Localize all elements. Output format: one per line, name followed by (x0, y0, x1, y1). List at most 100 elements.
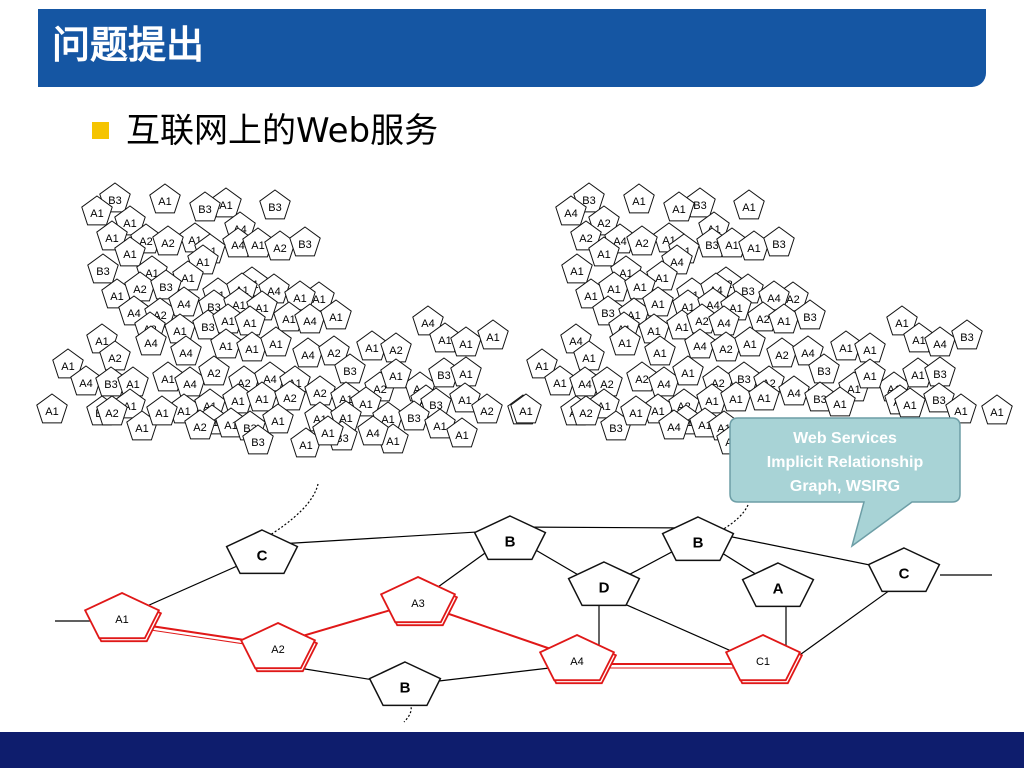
service-node: A4 (658, 409, 690, 440)
service-node-label: A1 (990, 407, 1003, 419)
callout-line-1: Web Services (793, 430, 897, 447)
service-node-label: B3 (251, 437, 264, 449)
service-node-label: A1 (219, 341, 232, 353)
graph-node-b-bottom-label: B (400, 680, 411, 697)
service-node-label: A1 (299, 440, 312, 452)
service-node: A2 (198, 355, 230, 386)
callout-line-3: Graph, WSIRG (790, 478, 900, 495)
service-node-label: A2 (161, 238, 174, 250)
service-node-label: A2 (133, 284, 146, 296)
service-node-label: A1 (632, 196, 645, 208)
service-node: A1 (544, 365, 576, 396)
service-node-label: A1 (438, 335, 451, 347)
service-node-label: A4 (301, 350, 314, 362)
service-node-label: A4 (231, 240, 244, 252)
service-node-label: A2 (283, 393, 296, 405)
service-node-label: A1 (105, 233, 118, 245)
service-node-label: B3 (201, 322, 214, 334)
service-node: A4 (708, 305, 740, 336)
service-node-label: A1 (757, 393, 770, 405)
service-node-label: A1 (251, 240, 264, 252)
service-node-label: B3 (198, 204, 211, 216)
service-node: A1 (720, 381, 752, 412)
service-node-label: B3 (737, 374, 750, 386)
service-node: A1 (450, 326, 482, 357)
service-node-label: A1 (243, 318, 256, 330)
service-node-label: A4 (267, 286, 280, 298)
service-node: A1 (886, 305, 918, 336)
service-node-label: B3 (817, 366, 830, 378)
service-node: A1 (450, 356, 482, 387)
path-node-a1: A1 (83, 592, 163, 643)
graph-node-a: A (741, 562, 815, 608)
service-node-label: A1 (725, 240, 738, 252)
service-node: A2 (184, 409, 216, 440)
service-node: A4 (222, 227, 254, 258)
service-node-label: A2 (579, 408, 592, 420)
service-node-label: A1 (570, 266, 583, 278)
service-node-label: A1 (359, 399, 372, 411)
service-node-label: A2 (313, 388, 326, 400)
service-node: A2 (747, 301, 779, 332)
service-node: A1 (854, 332, 886, 363)
service-node-label: A1 (110, 291, 123, 303)
service-node-label: A1 (863, 345, 876, 357)
service-node: A1 (609, 325, 641, 356)
service-node: A1 (644, 335, 676, 366)
service-node-label: A4 (667, 422, 680, 434)
service-cluster-right: B3A1B3A1A4A1A2A1A2A4A1A2B3A1A1B3A1A1A1A1… (510, 182, 1013, 455)
service-node: A1 (96, 220, 128, 251)
service-node: A1 (642, 286, 674, 317)
service-node: B3 (95, 366, 127, 397)
service-node-label: A1 (903, 400, 916, 412)
service-node-label: A1 (486, 332, 499, 344)
service-node: A4 (70, 365, 102, 396)
service-node-label: A4 (801, 348, 814, 360)
service-node: A4 (168, 286, 200, 317)
service-node-label: A1 (618, 338, 631, 350)
service-node: A2 (152, 225, 184, 256)
service-node: A1 (981, 394, 1013, 425)
service-node: A2 (591, 366, 623, 397)
service-node-label: A1 (221, 316, 234, 328)
service-node-label: A1 (224, 420, 237, 432)
service-node: A1 (101, 278, 133, 309)
service-node: A1 (734, 326, 766, 357)
service-node: A4 (555, 195, 587, 226)
service-node-label: A1 (651, 299, 664, 311)
service-node: A1 (284, 280, 316, 311)
service-node-label: A2 (139, 236, 152, 248)
service-node-label: A4 (127, 308, 140, 320)
path-node-c1: C1 (724, 634, 804, 685)
graph-node-b-top-left: B (473, 515, 547, 561)
service-node: A2 (588, 205, 620, 236)
service-node: A1 (672, 355, 704, 386)
service-node-label: A1 (651, 406, 664, 418)
service-node: A1 (738, 230, 770, 261)
service-node: A1 (312, 415, 344, 446)
service-node-label: A2 (579, 233, 592, 245)
service-node-label: A1 (597, 249, 610, 261)
service-node-label: A2 (193, 422, 206, 434)
service-node: A4 (135, 325, 167, 356)
service-node-label: A4 (183, 379, 196, 391)
service-node-label: A1 (912, 335, 925, 347)
bullet-marker (92, 122, 109, 139)
graph-node-b-top-right: B (661, 516, 735, 562)
service-node-label: A1 (293, 293, 306, 305)
service-node: A1 (510, 393, 542, 424)
service-node: A4 (792, 335, 824, 366)
service-node-label: B3 (609, 423, 622, 435)
service-node-label: A2 (389, 345, 402, 357)
service-node: A2 (626, 361, 658, 392)
wsirg-callout: Web Services Implicit Relationship Graph… (729, 417, 961, 548)
service-node-label: B3 (582, 195, 595, 207)
service-node-label: A1 (433, 421, 446, 433)
service-node: B3 (428, 357, 460, 388)
service-node-label: A4 (179, 348, 192, 360)
service-node-label: A1 (742, 202, 755, 214)
service-node-label: A1 (196, 257, 209, 269)
service-node-label: A2 (327, 348, 340, 360)
service-node-label: A4 (303, 316, 316, 328)
service-node: A2 (570, 395, 602, 426)
